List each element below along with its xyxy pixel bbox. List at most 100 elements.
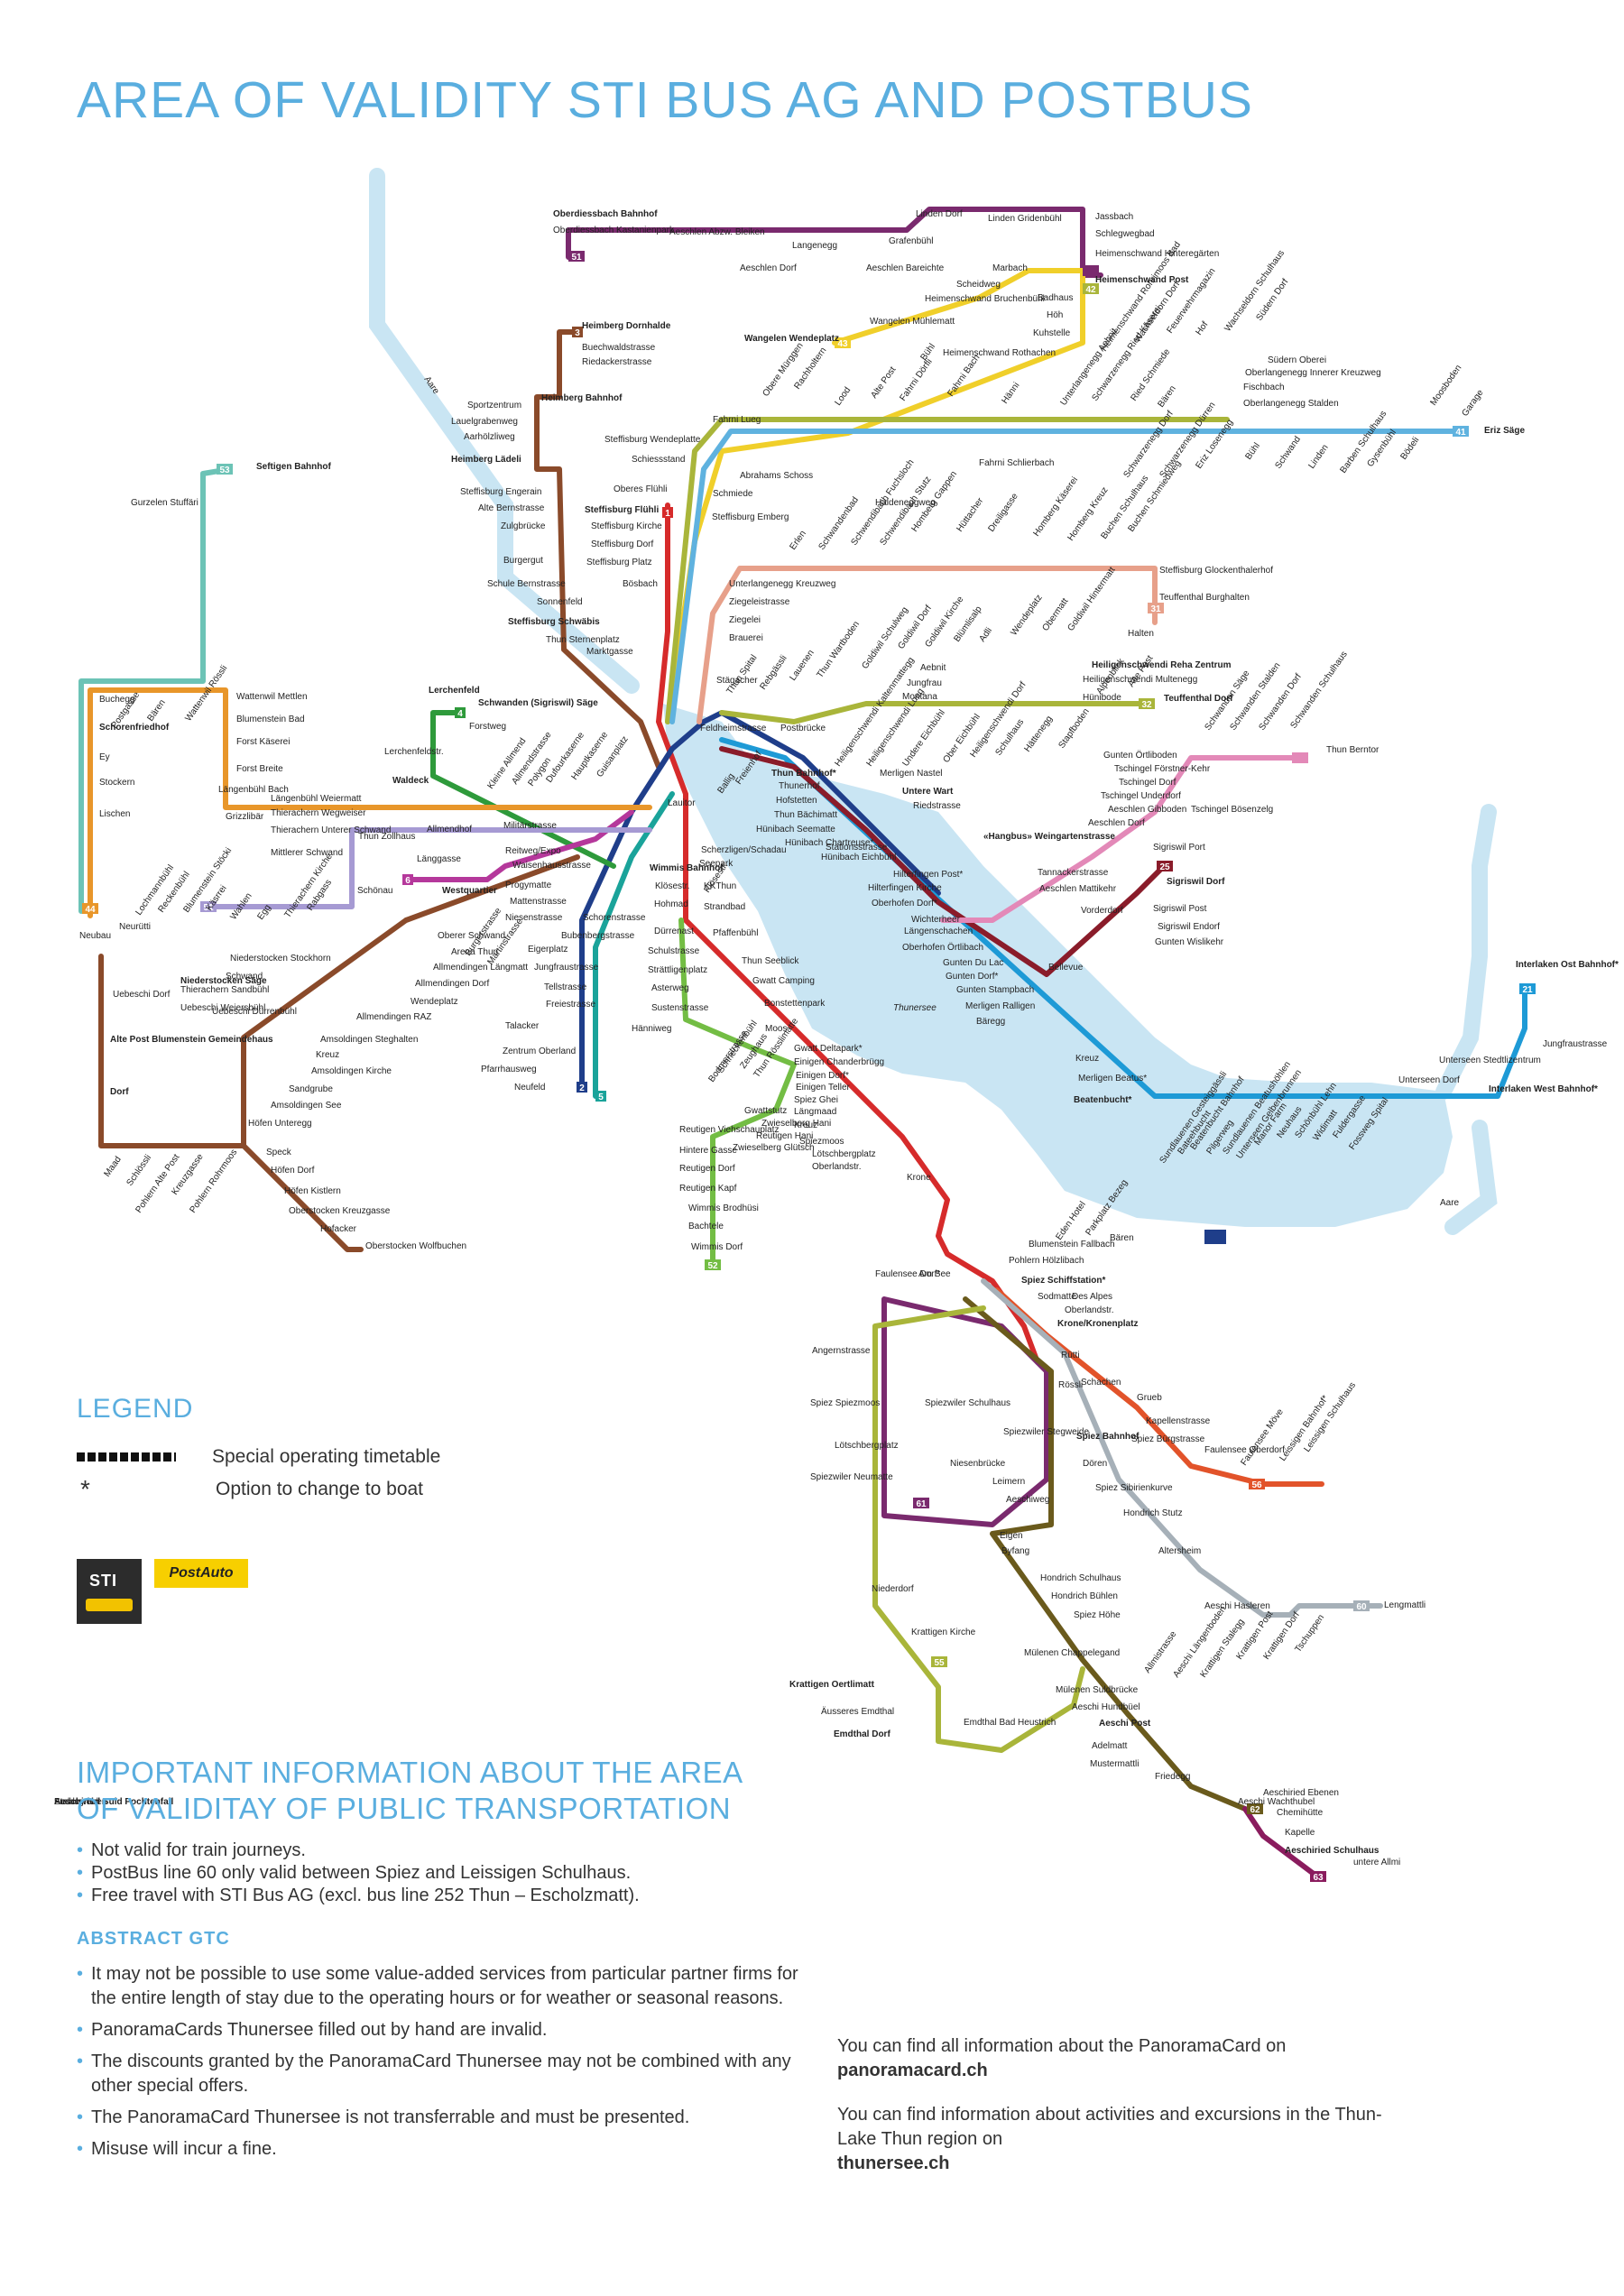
station-label: Merligen Ralligen xyxy=(965,1001,1035,1011)
page-title: AREA OF VALIDITY STI BUS AG AND POSTBUS xyxy=(77,71,1253,129)
station-label: Aeschlen Dorf xyxy=(740,263,797,273)
station-label: Niederstocken Stockhorn xyxy=(230,954,331,964)
station-label: Wattenwil Mettlen xyxy=(236,692,308,702)
station-label: Rössli xyxy=(1058,1380,1083,1390)
station-label: Kapelle xyxy=(1285,1828,1315,1838)
station-label: KKThun xyxy=(704,881,736,891)
station-label: Oberlangenegg Innerer Kreuzweg xyxy=(1245,368,1381,378)
station-label: Tschingel Dorf xyxy=(1119,778,1176,788)
station-label-rotated: Bühl xyxy=(1243,441,1261,462)
station-label: Gunten Du Lac xyxy=(943,958,1003,968)
badge-53-label: 53 xyxy=(219,466,230,475)
station-label: Zwieselberg Hani xyxy=(761,1119,831,1129)
station-label: Steffisburg Kirche xyxy=(591,521,662,531)
station-label: Aeschlen Gibboden xyxy=(1108,805,1186,815)
legend-label: Option to change to boat xyxy=(216,1479,424,1499)
line-25 xyxy=(719,746,1167,977)
station-label: Tschingel Underdorf xyxy=(1101,791,1181,801)
badge-62 xyxy=(913,1498,929,1508)
badge-21-label: 21 xyxy=(1522,985,1533,995)
station-label: Spiezwiler Neumatte xyxy=(810,1472,893,1482)
station-label: Am See xyxy=(918,1269,951,1279)
station-label: Stationsstrasse xyxy=(826,843,888,853)
station-label: Tschingel Förstner-Kehr xyxy=(1114,764,1211,774)
station-label: Oberdiessbach Bahnhof xyxy=(553,209,658,219)
station-label: Eriz Säge xyxy=(1484,426,1525,436)
badge-62-label: 61 xyxy=(916,1499,927,1509)
badge-5-label: 5 xyxy=(598,1093,604,1102)
station-label-rotated: Schwanden Schulhaus xyxy=(1288,650,1349,731)
station-label: Dören xyxy=(1083,1459,1107,1469)
station-label: Seftigen Bahnhof xyxy=(256,462,331,472)
station-label: Allmendhof xyxy=(427,825,472,834)
station-label: Faulensee Dorf* xyxy=(875,1269,940,1279)
line-62 xyxy=(881,1296,1049,1527)
info-item: PostBus line 60 only valid between Spiez… xyxy=(77,1862,817,1885)
station-label: Ziegeleistrasse xyxy=(729,597,790,607)
station-label-rotated: Hof xyxy=(1194,319,1210,337)
station-label: Dorf xyxy=(110,1087,129,1097)
station-label: Blumenstein Bad xyxy=(236,715,305,724)
station-label: Heimberg Lädeli xyxy=(451,455,521,465)
station-label: Aeschlen Mattikehr xyxy=(1039,884,1117,894)
badge-43 xyxy=(835,337,851,348)
postauto-logo: PostAuto xyxy=(154,1559,248,1588)
station-label: Grizzlibär xyxy=(226,812,264,822)
station-label: Zwieselberg Glütsch xyxy=(733,1143,815,1153)
station-label: Interlaken West Bahnhof* xyxy=(1489,1084,1598,1094)
badge-4-label: 4 xyxy=(457,709,463,719)
station-label: Thun Sternenplatz xyxy=(546,635,620,645)
station-label: Steffisburg Glockenthalerhof xyxy=(1159,566,1273,576)
station-label: Unterlangenegg Kreuzweg xyxy=(729,579,835,589)
station-label: Einigen Chanderbrügg xyxy=(794,1057,884,1067)
station-label: Postbrücke xyxy=(780,724,826,733)
station-label-rotated: Moosboden xyxy=(1428,364,1463,408)
station-label: Hohmad xyxy=(654,899,688,909)
info-item: Not valid for train journeys. xyxy=(77,1840,817,1862)
station-label: untere Allmi xyxy=(1353,1858,1400,1867)
station-label-rotated: Hänni xyxy=(1000,381,1021,406)
station-label: Steffisburg Schwäbis xyxy=(508,617,600,627)
station-label: Reutigen Hani xyxy=(756,1131,813,1141)
station-label: Tellstrasse xyxy=(544,982,587,992)
station-label: Lengmattli xyxy=(1384,1600,1426,1610)
station-label: Kreuz xyxy=(1075,1054,1099,1064)
station-label: Emdthal Bad Heustrich xyxy=(964,1718,1056,1728)
station-label: Länggasse xyxy=(417,854,461,864)
station-label: Reutigen Viehschauplatz xyxy=(679,1125,779,1135)
station-label: Niesenbrücke xyxy=(950,1459,1006,1469)
station-label-rotated: Stapfboden xyxy=(1057,706,1091,750)
station-label: Schwand xyxy=(226,972,263,982)
station-label: Neurütti xyxy=(119,922,151,932)
badge-51-label: 44 xyxy=(85,905,96,915)
badge-56 xyxy=(931,1656,947,1667)
station-label: Bonstettenpark xyxy=(764,999,826,1009)
station-label: Bubenbergstrasse xyxy=(561,931,635,941)
station-label-rotated: Garage xyxy=(1460,388,1485,419)
station-label: Amsoldingen See xyxy=(271,1101,342,1111)
station-label: Höfen Kistlern xyxy=(284,1186,341,1196)
station-label: Speck xyxy=(266,1148,292,1157)
bus-icon xyxy=(86,1599,133,1611)
abstract-item: PanoramaCards Thunersee filled out by ha… xyxy=(77,2018,817,2042)
station-label: Schorenfriedhof xyxy=(99,723,170,733)
station-label: Moos xyxy=(765,1024,787,1034)
station-label: Fahrni Lueg xyxy=(713,415,761,425)
badge-6-label: 6 xyxy=(405,876,411,886)
station-label: Neufeld xyxy=(514,1083,545,1093)
badge-1 xyxy=(662,507,673,518)
station-label: Kreuz xyxy=(316,1050,339,1060)
station-label: Fahrni Schlierbach xyxy=(979,458,1054,468)
panoramacard-link[interactable]: panoramacard.ch xyxy=(837,2061,988,2080)
station-label-rotated: Thun Wartboden xyxy=(815,620,862,680)
station-label: Faulensee Oberdorf xyxy=(1204,1445,1285,1455)
badge-2-label: 2 xyxy=(579,1083,585,1093)
station-label: Heimberg Bahnhof xyxy=(541,393,623,403)
water-label-aare-east: Aare xyxy=(1440,1198,1460,1208)
station-label: Schiessstand xyxy=(632,455,685,465)
station-label: Aeschlen Bareichte xyxy=(866,263,945,273)
thunersee-link[interactable]: thunersee.ch xyxy=(837,2153,950,2173)
station-label: Montana xyxy=(902,692,937,702)
station-label: Riedstrasse xyxy=(913,801,961,811)
line-51 xyxy=(88,687,652,918)
